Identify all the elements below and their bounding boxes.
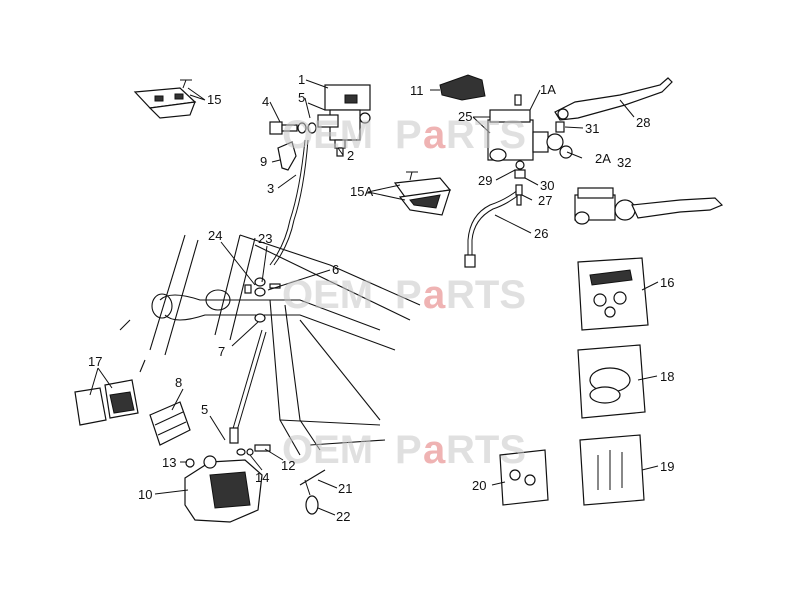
label-11: 11 [410,83,424,98]
brake-caliper-10 [184,455,263,523]
leader-lines [89,79,659,516]
label-21: 21 [338,481,352,496]
motorcycle-frame [119,234,421,456]
master-cylinder-32 [574,187,724,225]
watermark-rts-3: RTS [446,428,526,472]
label-7: 7 [218,344,225,359]
label-23: 23 [258,231,272,246]
banjo-fittings [514,160,526,206]
reservoir-mount-15a [393,171,452,216]
label-8: 8 [175,375,182,390]
screw-2 [334,139,346,157]
label-20: 20 [472,478,486,493]
brake-hose-26-end [464,254,476,268]
label-26: 26 [534,226,548,241]
pivot-bolt-31 [555,121,565,133]
label-16: 16 [660,275,674,290]
watermark-rts-2: RTS [446,273,526,317]
part-labels: 1 4 5 2 9 3 15 15A 11 25 1A 31 28 2A 32 … [88,72,674,524]
kit-bag-18 [577,344,646,419]
watermark-p-2: P [395,273,422,317]
label-15a: 15A [350,184,373,199]
label-5-lower: 5 [201,402,208,417]
label-1a: 1A [540,82,556,97]
label-4: 4 [262,94,269,109]
watermark-oem-2: OEM [282,273,373,317]
watermark-a-3: a [423,428,446,472]
brake-pads-17 [74,379,139,426]
label-22: 22 [336,509,350,524]
label-12: 12 [281,458,295,473]
watermark-a-1: a [423,113,446,157]
pad-spring-8 [149,401,191,446]
label-5-upper: 5 [298,90,305,105]
label-31: 31 [585,121,599,136]
reservoir-mount-15 [133,79,197,119]
kit-bag-20 [499,449,549,506]
watermark-a-2: a [423,273,446,317]
watermark-oem-1: OEM [282,113,373,157]
label-30: 30 [540,178,554,193]
watermark-p-3: P [395,428,422,472]
kit-bag-19 [579,434,645,506]
watermark-middle: OEM P a RTS [282,273,526,317]
label-15: 15 [207,92,221,107]
label-19: 19 [660,459,674,474]
label-28: 28 [636,115,650,130]
label-17: 17 [88,354,102,369]
kit-bag-16 [577,257,649,331]
watermark-bottom: OEM P a RTS [282,428,526,472]
label-29: 29 [478,173,492,188]
cover-11 [439,74,486,101]
label-10: 10 [138,487,152,502]
cap-9 [277,141,297,171]
bolt-4 [269,121,317,135]
label-25: 25 [458,109,472,124]
label-2a: 2A [595,151,611,166]
label-1: 1 [298,72,305,87]
watermark-oem-3: OEM [282,428,373,472]
label-6: 6 [332,262,339,277]
rear-master-cylinder [317,84,371,141]
label-32: 32 [617,155,631,170]
clutch-lever-28 [554,77,673,121]
label-13: 13 [162,455,176,470]
label-27: 27 [538,193,552,208]
label-9: 9 [260,154,267,169]
front-master-cylinder-1a [487,94,573,162]
label-2: 2 [347,148,354,163]
label-3: 3 [267,181,274,196]
label-14: 14 [255,470,269,485]
watermark-p-1: P [395,113,422,157]
watermark-rts-1: RTS [446,113,526,157]
label-18: 18 [660,369,674,384]
watermark-top: OEM P a RTS [282,113,526,157]
brake-hoses [231,139,522,435]
label-24: 24 [208,228,222,243]
